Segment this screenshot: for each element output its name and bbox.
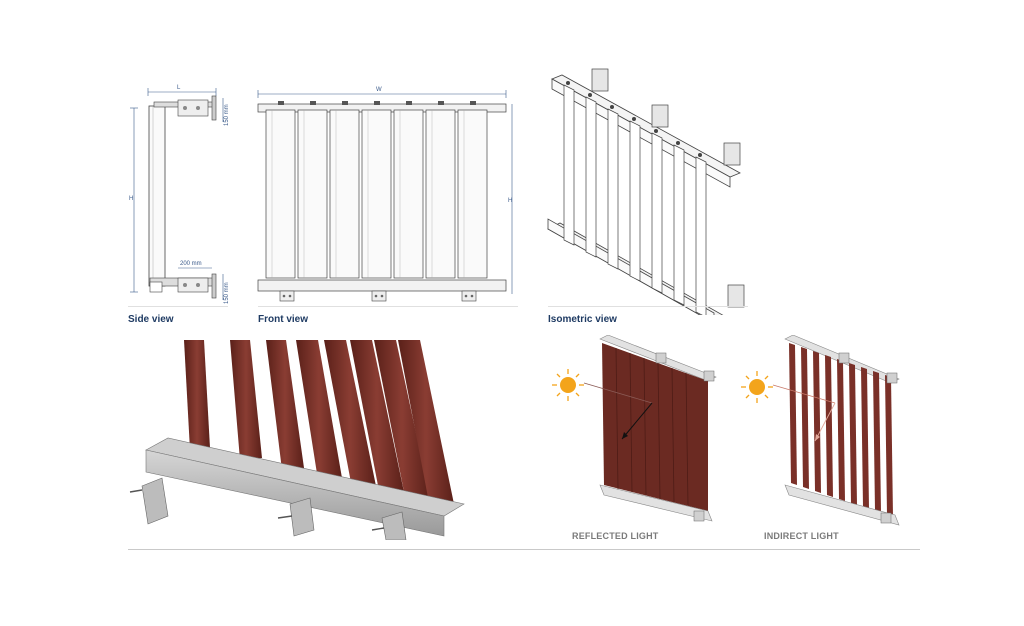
side-view-drawing: L H 150 mm 150 mm 200 mm — [120, 82, 240, 307]
front-view-svg: W H — [257, 87, 512, 302]
detail-render-svg — [129, 340, 465, 541]
side-dim-bottom: 150 mm — [224, 282, 230, 304]
reflected-light-illustration — [548, 334, 728, 535]
indirect-light-label: INDIRECT LIGHT — [764, 531, 839, 541]
side-dim-offset: 200 mm — [180, 261, 202, 267]
bottom-divider — [128, 549, 920, 550]
detail-render — [128, 340, 468, 541]
isometric-view-caption: Isometric view — [548, 314, 617, 325]
reflected-light-label: REFLECTED LIGHT — [572, 531, 659, 541]
front-dim-height: H — [508, 198, 512, 204]
isometric-view-drawing — [540, 65, 760, 324]
side-view-caption: Side view — [128, 314, 174, 325]
front-dim-width: W — [376, 87, 382, 93]
iso-blades — [563, 84, 707, 318]
detail-wood-blades — [184, 340, 454, 508]
indirect-slats — [789, 343, 893, 517]
sun-icon — [741, 371, 773, 403]
front-view-drawing: W H — [250, 82, 525, 307]
side-dim-top: 150 mm — [224, 104, 230, 126]
side-dim-length: L — [177, 85, 181, 91]
indirect-light-illustration — [735, 334, 915, 535]
front-blades — [265, 109, 488, 279]
caption-divider-left — [128, 306, 228, 307]
indirect-light-svg — [741, 334, 900, 526]
caption-divider-right — [548, 306, 748, 307]
caption-divider-mid — [258, 306, 518, 307]
isometric-view-svg — [547, 68, 745, 324]
side-dim-height: H — [129, 196, 133, 202]
front-view-caption: Front view — [258, 314, 309, 325]
sun-icon — [552, 369, 584, 401]
side-view-svg: L H 150 mm 150 mm 200 mm — [129, 85, 230, 304]
reflected-light-svg — [552, 334, 717, 522]
